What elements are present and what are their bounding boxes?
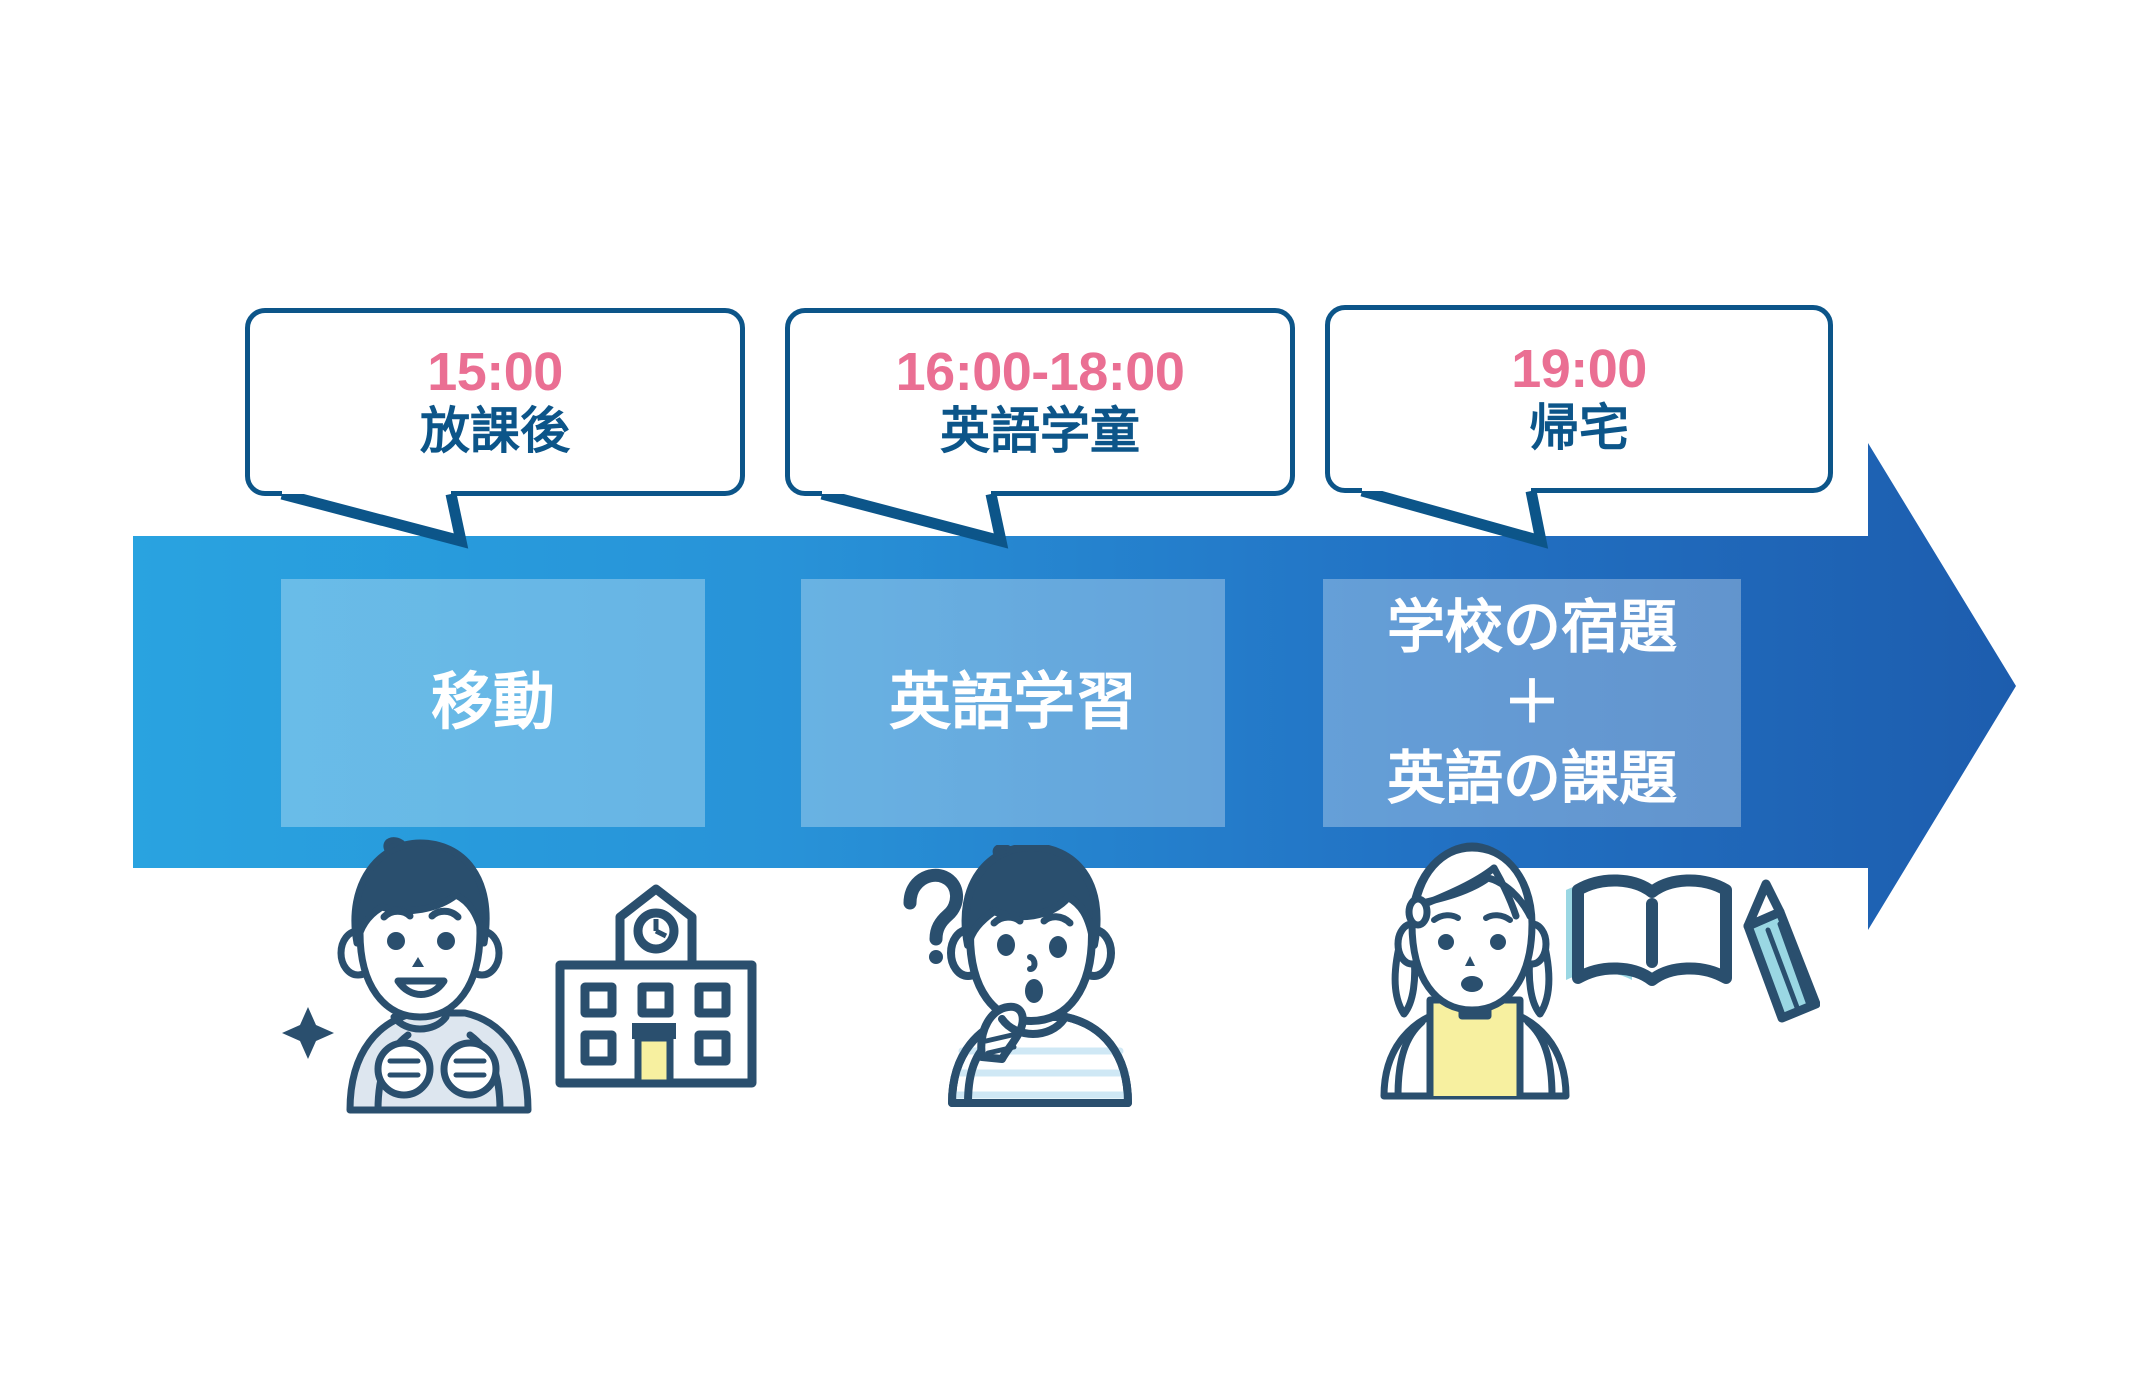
sparkle-icon bbox=[282, 1007, 334, 1059]
school-window-3 bbox=[694, 982, 731, 1018]
school-window-2 bbox=[637, 982, 674, 1018]
pencil-lines bbox=[1765, 921, 1811, 1013]
boy-smile bbox=[394, 977, 448, 998]
boy2-finger-lines bbox=[983, 1032, 1017, 1056]
mom-eye-right bbox=[1490, 934, 1506, 950]
boy2-collar bbox=[998, 1015, 1068, 1038]
step-1-time: 15:00 bbox=[427, 341, 563, 402]
content-line: ＋ bbox=[1502, 670, 1561, 736]
step-2-time: 16:00-18:00 bbox=[895, 341, 1185, 402]
speech-bubble-step-2: 16:00-18:00 英語学童 bbox=[785, 308, 1295, 496]
mom-apron bbox=[1430, 1000, 1520, 1096]
boy-brow-right bbox=[428, 907, 462, 921]
boy-hand-right bbox=[440, 1039, 500, 1099]
mom-arm-right bbox=[1524, 1018, 1556, 1100]
worried-mother-book-pencil-icon bbox=[1380, 842, 1820, 1100]
question-mark-dot bbox=[929, 950, 943, 964]
school-window-4 bbox=[580, 1030, 617, 1066]
content-box-step-1: 移動 bbox=[281, 579, 705, 827]
step-1-label: 放課後 bbox=[420, 403, 570, 460]
mom-hair-clip bbox=[1405, 895, 1431, 929]
smiling-boy-and-school-icon bbox=[282, 837, 757, 1114]
boy-nose bbox=[412, 957, 424, 967]
content-line: 英語の課題 bbox=[1386, 745, 1677, 811]
boy2-brow-left bbox=[990, 913, 1024, 927]
boy-eye-right bbox=[437, 932, 455, 950]
speech-bubble-step-3: 19:00 帰宅 bbox=[1325, 305, 1833, 493]
boy-brow-left bbox=[380, 907, 414, 921]
open-book-icon bbox=[1566, 874, 1732, 986]
speech-bubble-step-1: 15:00 放課後 bbox=[245, 308, 745, 496]
boy-fingers-right bbox=[453, 1058, 487, 1078]
boy-collar bbox=[390, 1013, 450, 1033]
mom-brow-right bbox=[1483, 912, 1513, 923]
bubble-tail-1 bbox=[280, 488, 469, 549]
content-box-step-2: 英語学習 bbox=[801, 579, 1225, 827]
school-building-icon bbox=[555, 884, 757, 1088]
boy2-hair-tuft bbox=[992, 845, 1015, 860]
pencil-icon bbox=[1743, 879, 1820, 1023]
boy2-nose bbox=[1027, 954, 1038, 972]
content-box-step-3: 学校の宿題 ＋ 英語の課題 bbox=[1323, 579, 1741, 827]
content-line: 学校の宿題 bbox=[1386, 594, 1677, 660]
content-line: 英語学習 bbox=[888, 668, 1137, 738]
boy2-eye-right bbox=[1049, 936, 1067, 958]
mom-arm-left bbox=[1394, 1018, 1426, 1100]
bubble-tail-2 bbox=[820, 488, 1009, 549]
pencil-tip bbox=[1743, 879, 1785, 931]
boy-hair-tuft bbox=[383, 837, 405, 854]
mom-eye-left bbox=[1438, 934, 1454, 950]
mom-bang-part bbox=[1490, 864, 1520, 920]
content-line: 移動 bbox=[430, 668, 555, 738]
school-window-5 bbox=[694, 1030, 731, 1066]
mom-nose bbox=[1465, 956, 1475, 966]
school-door-outline bbox=[634, 1034, 674, 1087]
boy-fingers-left bbox=[387, 1058, 421, 1078]
step-3-time: 19:00 bbox=[1511, 338, 1647, 399]
boy-hand-left bbox=[374, 1039, 434, 1099]
boy2-brow-right bbox=[1040, 913, 1074, 927]
boy2-eye-left bbox=[997, 934, 1015, 956]
step-3-label: 帰宅 bbox=[1529, 400, 1629, 457]
school-door bbox=[638, 1038, 670, 1083]
mom-brow-left bbox=[1431, 912, 1461, 923]
question-mark-icon bbox=[903, 868, 963, 946]
school-window-1 bbox=[580, 982, 617, 1018]
mom-mouth bbox=[1461, 976, 1483, 992]
school-clock-hands bbox=[653, 919, 668, 939]
arrow-shape bbox=[133, 443, 2016, 930]
bubble-tail-3 bbox=[1360, 485, 1549, 549]
thinking-boy-question-mark-icon bbox=[903, 845, 1132, 1107]
boy2-mouth bbox=[1025, 979, 1043, 1003]
step-2-label: 英語学童 bbox=[940, 403, 1140, 460]
boy-eye-left bbox=[387, 932, 405, 950]
